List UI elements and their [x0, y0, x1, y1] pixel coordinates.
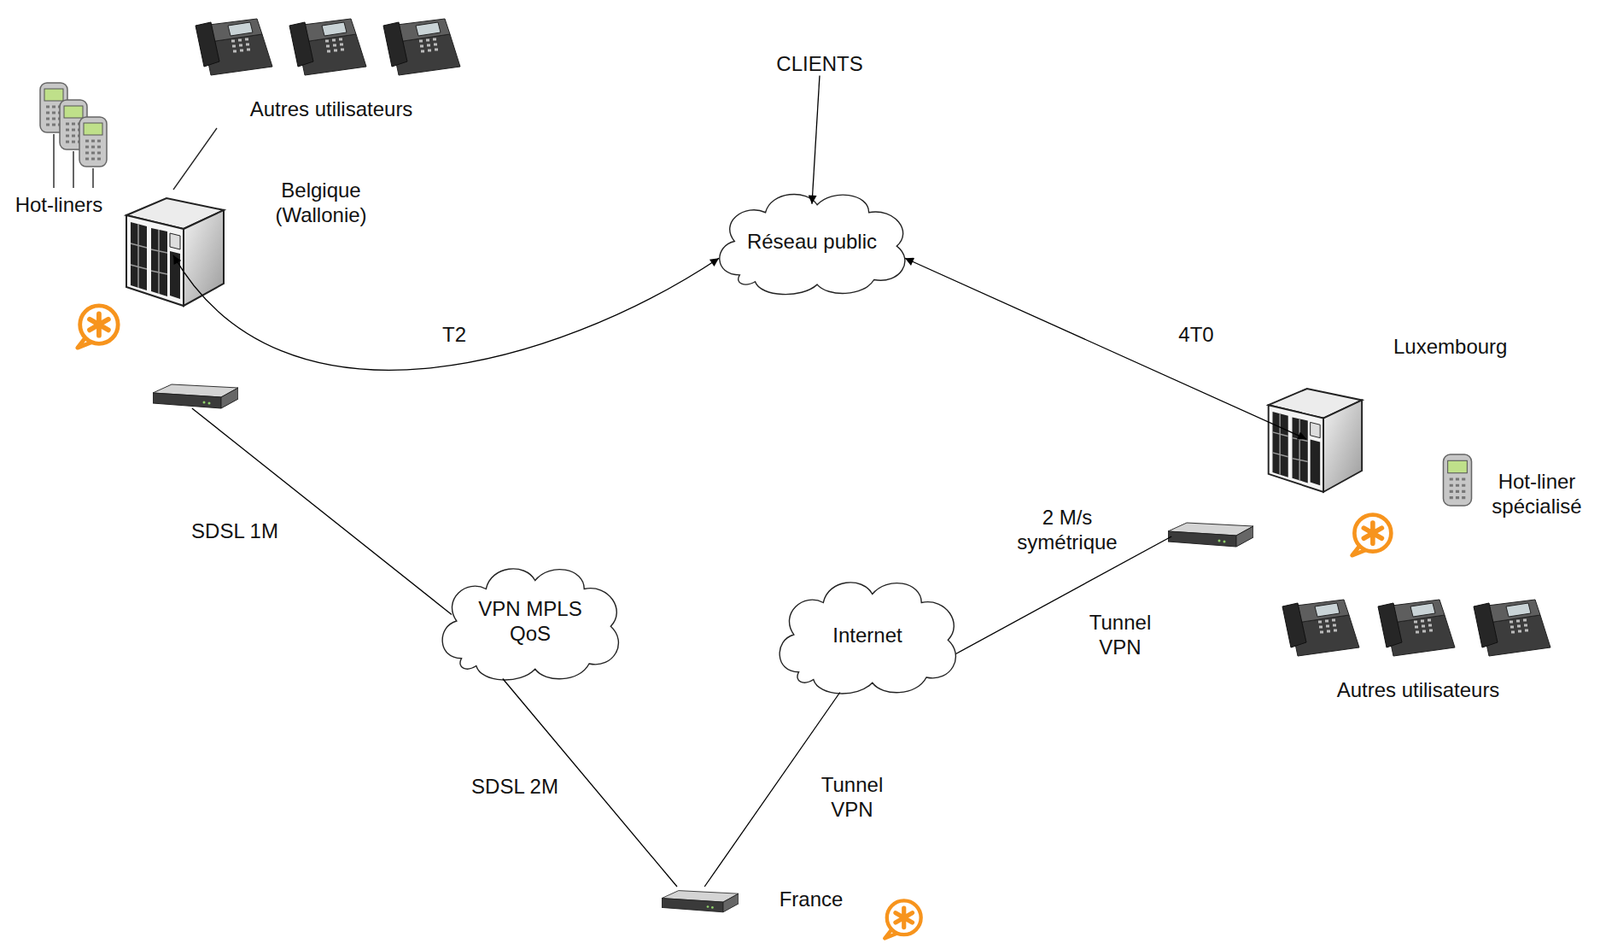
- router-icon: [661, 890, 739, 912]
- label-slot: 4T0: [1175, 321, 1216, 347]
- network-cloud: VPN MPLS QoS: [432, 556, 629, 685]
- label-slot: SDSL 2M: [468, 773, 561, 799]
- hotline-handset: [79, 116, 107, 167]
- desk-phone: [195, 18, 273, 76]
- link-label: Tunnel VPN: [811, 771, 894, 822]
- user-group-label: Autres utilisateurs: [1337, 677, 1501, 702]
- connector: [173, 255, 719, 370]
- node-label: Belgique (Wallonie): [265, 177, 377, 228]
- cloud-outline: [432, 556, 629, 685]
- label-slot: Hot-liners: [15, 192, 104, 217]
- label-slot: Autres utilisateurs: [250, 96, 414, 122]
- link-label: Tunnel VPN: [1079, 609, 1162, 660]
- user-group-label: Autres utilisateurs: [250, 96, 414, 122]
- connector: [811, 75, 820, 205]
- label-slot: Tunnel VPN: [811, 771, 894, 822]
- asterisk-logo: [884, 899, 921, 938]
- label-slot: Hot-liner spécialisé: [1485, 468, 1589, 519]
- label-slot: Tunnel VPN: [1079, 609, 1162, 660]
- router-icon: [152, 384, 239, 409]
- site-node: Belgique (Wallonie): [119, 175, 376, 409]
- desk-phone: [1378, 599, 1455, 656]
- server-icon: [126, 198, 224, 306]
- leader-line: [173, 128, 217, 190]
- asterisk-logo: [77, 305, 118, 348]
- connector: [905, 257, 1307, 439]
- connector: [192, 408, 452, 615]
- asterisk-logo: [1352, 514, 1392, 556]
- server-icon: [1268, 388, 1362, 492]
- bandwidth-label: 2 M/s symétrique: [1014, 504, 1122, 555]
- router-icon: [1167, 522, 1254, 547]
- desk-phone: [383, 18, 461, 76]
- node-label: Luxembourg: [1393, 333, 1505, 359]
- entry-label: CLIENTS: [776, 51, 863, 76]
- node-label: France: [768, 886, 854, 911]
- user-group-label: Hot-liners: [15, 192, 104, 217]
- label-slot: Autres utilisateurs: [1337, 677, 1501, 702]
- desk-phone: [1473, 599, 1551, 656]
- user-group-label: Hot-liner spécialisé: [1485, 468, 1589, 519]
- label-slot: 2 M/s symétrique: [1014, 504, 1122, 555]
- label-slot: SDSL 1M: [188, 518, 281, 544]
- desk-phone: [1282, 599, 1360, 656]
- link-label: SDSL 2M: [468, 773, 561, 799]
- link-label: 4T0: [1175, 321, 1216, 347]
- node-label: VPN MPLS QoS: [474, 595, 586, 646]
- cloud-shape: [442, 568, 619, 680]
- node-label: Internet: [832, 622, 902, 648]
- link-label: SDSL 1M: [188, 518, 281, 544]
- network-cloud: Internet: [769, 570, 966, 699]
- hotline-handset: [1442, 454, 1472, 506]
- site-node: Luxembourg: [1161, 328, 1520, 555]
- desk-phone: [289, 18, 367, 76]
- cloud-shape: [779, 582, 956, 694]
- node-label: CLIENTS: [776, 51, 863, 76]
- cloud-shape: [719, 193, 906, 294]
- link-label: T2: [439, 321, 469, 347]
- site-node: France: [657, 886, 854, 921]
- node-label: Réseau public: [747, 228, 877, 254]
- label-slot: T2: [439, 321, 469, 347]
